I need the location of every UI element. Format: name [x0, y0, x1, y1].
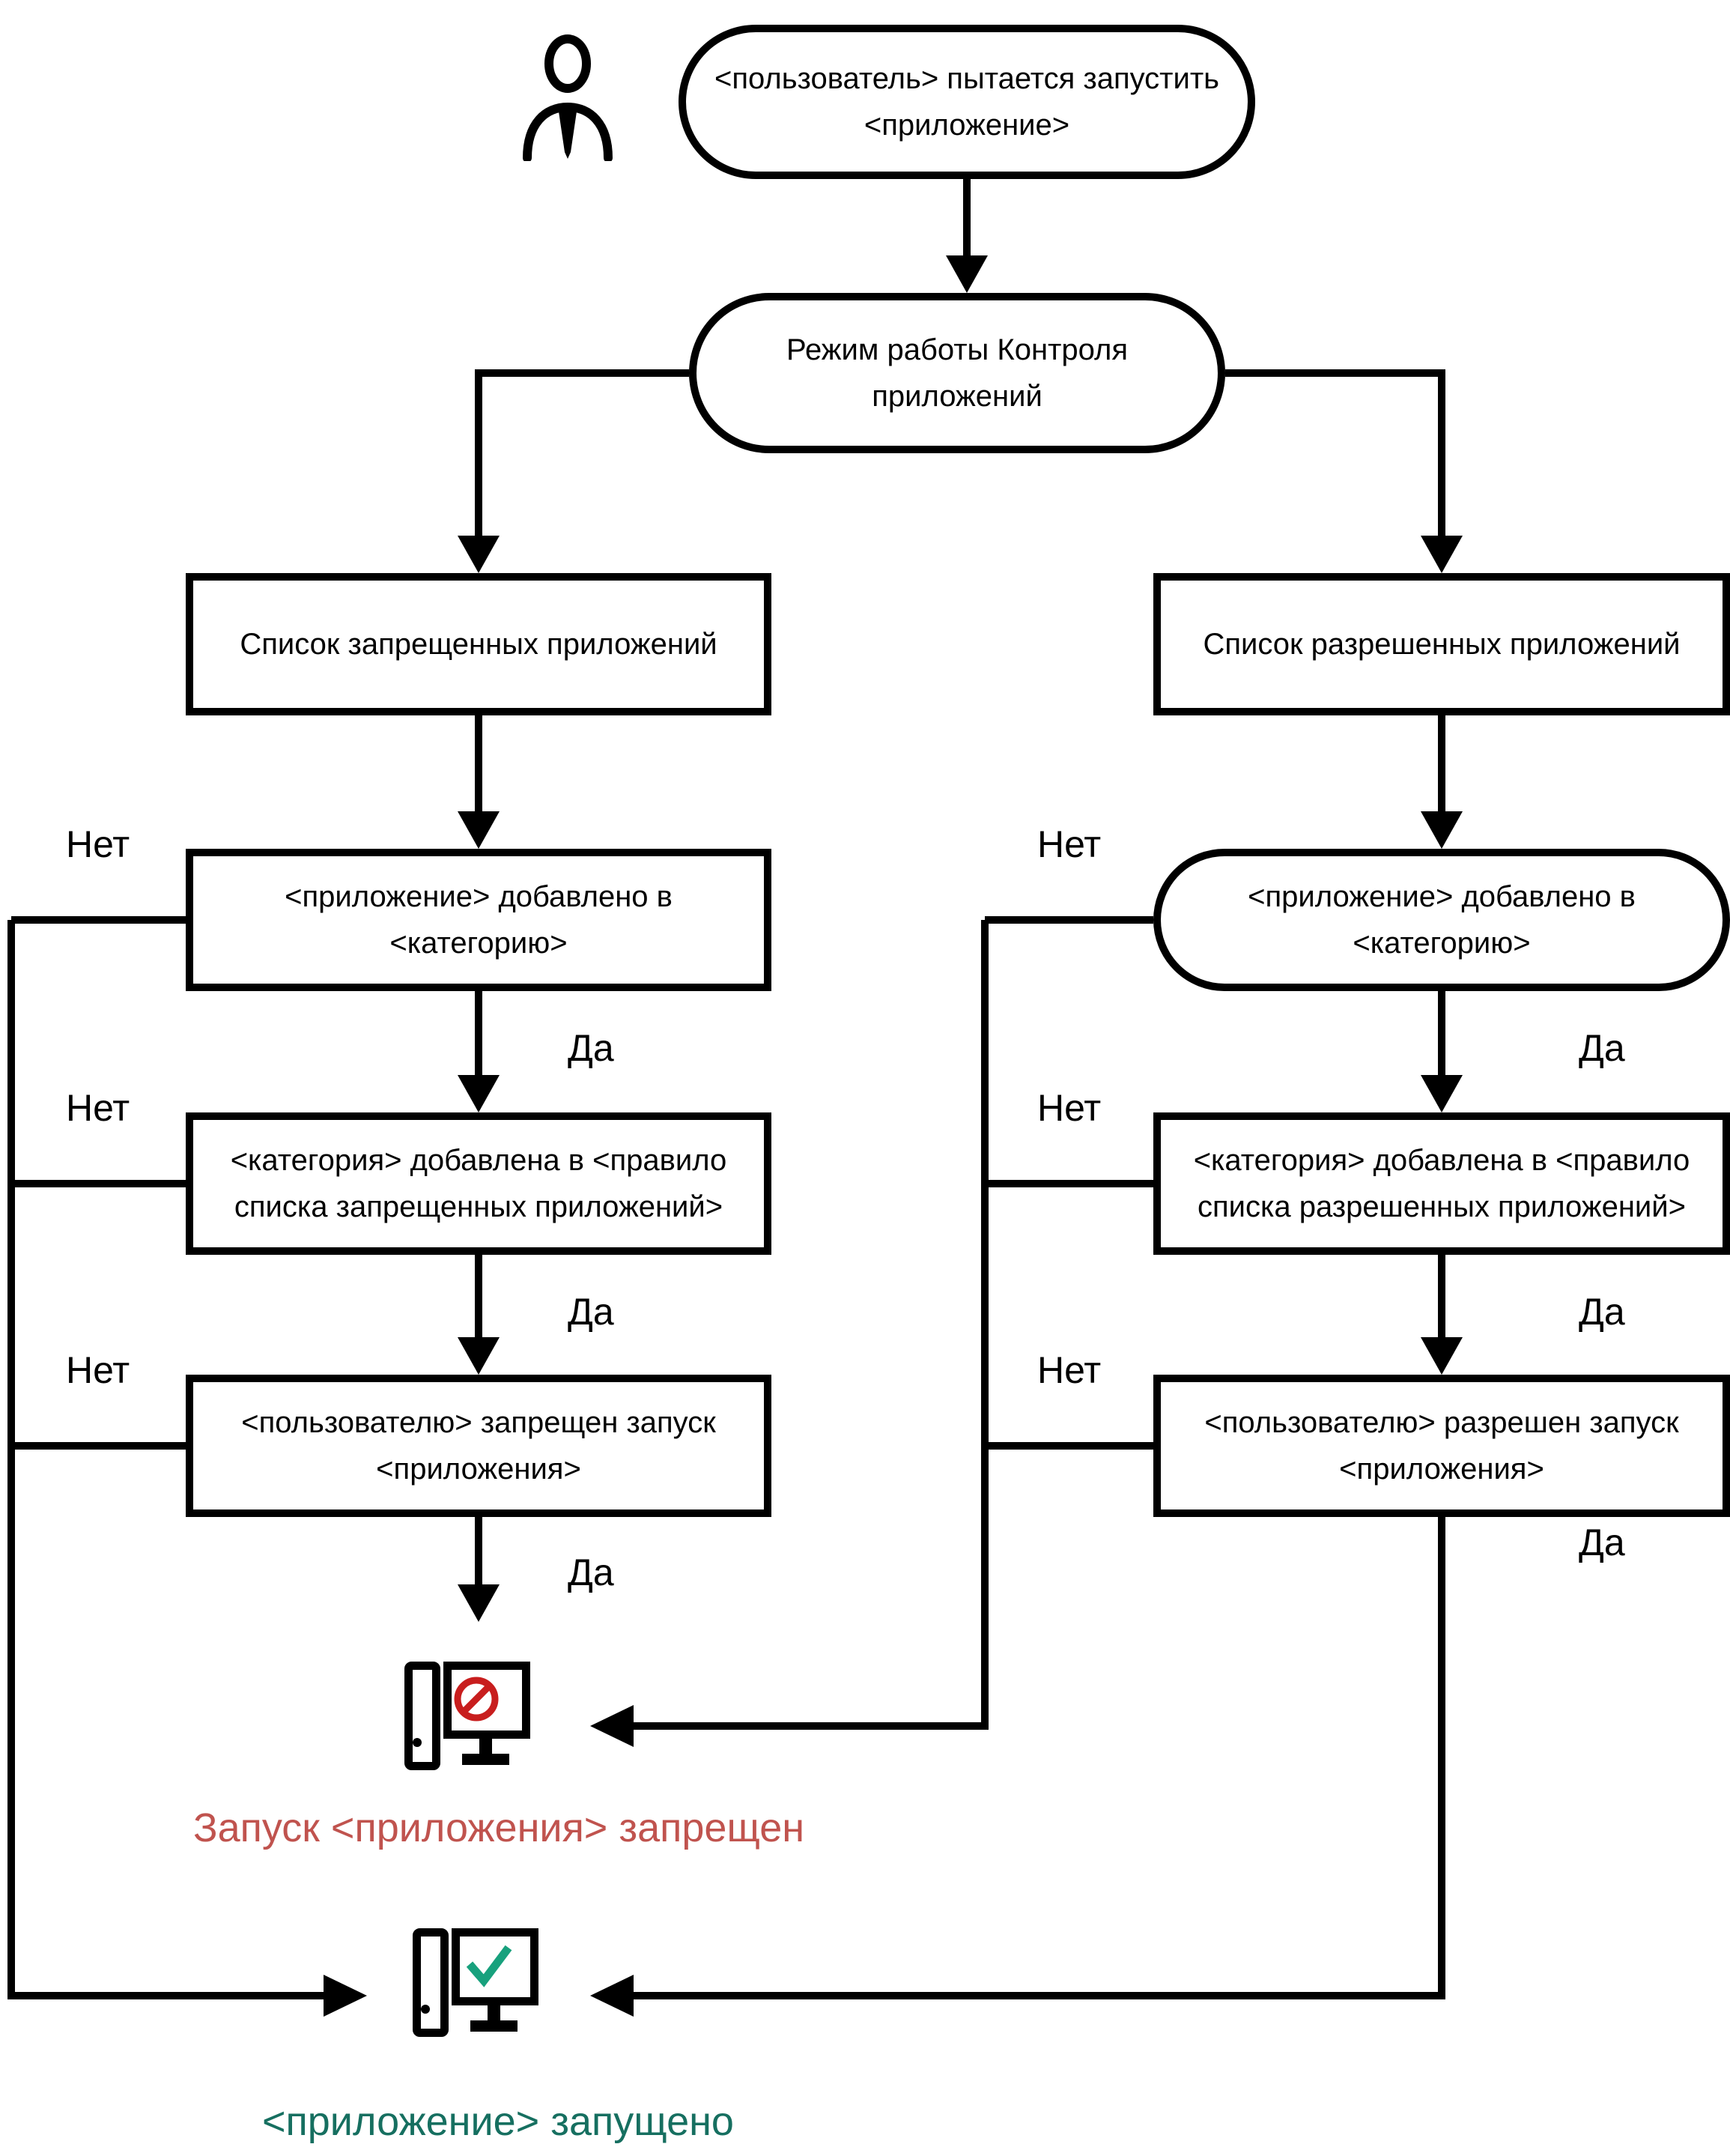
deny-step2-no-label: Нет [66, 1087, 130, 1129]
deny-step1-line2: <категорию> [389, 927, 568, 960]
allow-step3-line1: <пользователю> разрешен запуск [1204, 1406, 1679, 1439]
allow-step3-node: <пользователю> разрешен запуск <приложен… [1153, 1375, 1730, 1517]
deny-step3-node: <пользователю> запрещен запуск <приложен… [186, 1375, 771, 1517]
allow-step2-no-label: Нет [1037, 1087, 1102, 1129]
deny-step1-yes-label: Да [568, 1027, 614, 1069]
allow-step3-line2: <приложения> [1339, 1453, 1544, 1486]
computer-blocked-icon [404, 1662, 530, 1770]
start-node-line2: <приложение> [864, 109, 1070, 142]
deny-step2-node: <категория> добавлена в <правило списка … [186, 1112, 771, 1255]
deny-step3-line2: <приложения> [376, 1453, 581, 1486]
allow-step2-line2: списка разрешенных приложений> [1198, 1190, 1686, 1223]
mode-node: Режим работы Контроля приложений [689, 293, 1225, 453]
allow-step3-no-label: Нет [1037, 1349, 1102, 1391]
deny-step2-line2: списка запрещенных приложений> [234, 1190, 723, 1223]
allow-step1-line2: <категорию> [1353, 927, 1531, 960]
blocked-result-text: Запуск <приложения> запрещен [193, 1805, 805, 1850]
deny-step1-node: <приложение> добавлено в <категорию> [186, 849, 771, 991]
computer-started-icon [413, 1928, 538, 2037]
mode-node-label: Режим работы Контроля приложений [786, 333, 1128, 413]
deny-step3-yes-label: Да [568, 1551, 614, 1593]
allowlist-title-node: Список разрешенных приложений [1153, 573, 1730, 715]
allow-step2-yes-label: Да [1579, 1291, 1625, 1333]
deny-step2-line1: <категория> добавлена в <правило [230, 1144, 727, 1177]
allow-step3-yes-label: Да [1579, 1521, 1625, 1563]
allow-step1-yes-label: Да [1579, 1027, 1625, 1069]
deny-step2-yes-label: Да [568, 1291, 614, 1333]
started-result-text: <приложение> запущено [262, 2099, 734, 2144]
deny-step3-no-label: Нет [66, 1349, 130, 1391]
start-node: <пользователь> пытается запустить <прило… [679, 25, 1255, 179]
deny-step1-no-label: Нет [66, 823, 130, 865]
prohibit-sign [454, 1677, 499, 1722]
deny-step3-line1: <пользователю> запрещен запуск [241, 1406, 716, 1439]
allow-step1-node: <приложение> добавлено в <категорию> [1153, 849, 1730, 991]
user-icon [523, 34, 613, 161]
start-node-line1: <пользователь> пытается запустить [714, 62, 1220, 95]
allow-step1-line1: <приложение> добавлено в [1248, 880, 1636, 913]
deny-step1-line1: <приложение> добавлено в [285, 880, 673, 913]
allowlist-title-label: Список разрешенных приложений [1203, 628, 1681, 661]
allow-step1-no-label: Нет [1037, 823, 1102, 865]
denylist-title-node: Список запрещенных приложений [186, 573, 771, 715]
allow-step2-line1: <категория> добавлена в <правило [1193, 1144, 1690, 1177]
allow-step2-node: <категория> добавлена в <правило списка … [1153, 1112, 1730, 1255]
check-mark [466, 1945, 512, 1987]
denylist-title-label: Список запрещенных приложений [240, 628, 717, 661]
